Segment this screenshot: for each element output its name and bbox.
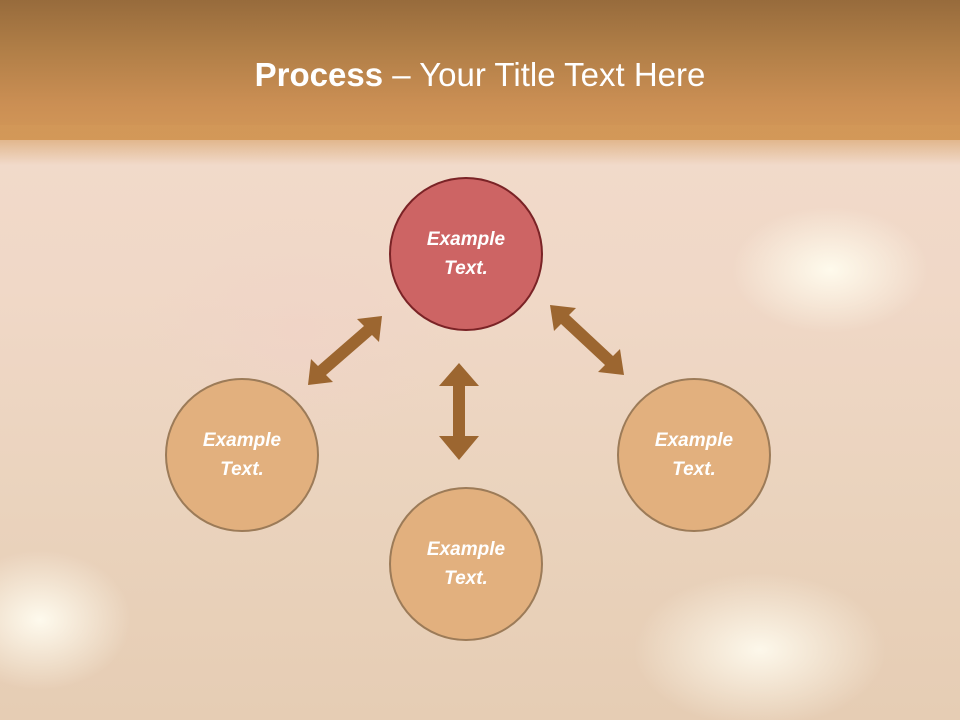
node-text-line2: Text.: [444, 568, 488, 589]
title-bold: Process: [254, 56, 384, 93]
node-text-line2: Text.: [672, 459, 716, 480]
double-arrow-top-left-icon: [306, 312, 386, 388]
node-text-line1: Example: [426, 229, 506, 250]
node-text-line1: Example: [426, 539, 506, 560]
process-node-bottom[interactable]: Example Text.: [389, 487, 543, 641]
process-node-left[interactable]: Example Text.: [165, 378, 319, 532]
double-arrow-vertical-icon: [437, 362, 481, 462]
title-banner: [0, 0, 960, 140]
node-text-line1: Example: [654, 430, 734, 451]
double-arrow-top-right-icon: [548, 302, 628, 378]
title-rest: – Your Title Text Here: [383, 56, 706, 93]
node-text-line2: Text.: [220, 459, 264, 480]
slide-title: Process – Your Title Text Here: [0, 53, 960, 97]
title-banner-fade: [0, 125, 960, 165]
node-text-line1: Example: [202, 430, 282, 451]
process-node-top[interactable]: Example Text.: [389, 177, 543, 331]
node-text-line2: Text.: [444, 258, 488, 279]
process-node-right[interactable]: Example Text.: [617, 378, 771, 532]
